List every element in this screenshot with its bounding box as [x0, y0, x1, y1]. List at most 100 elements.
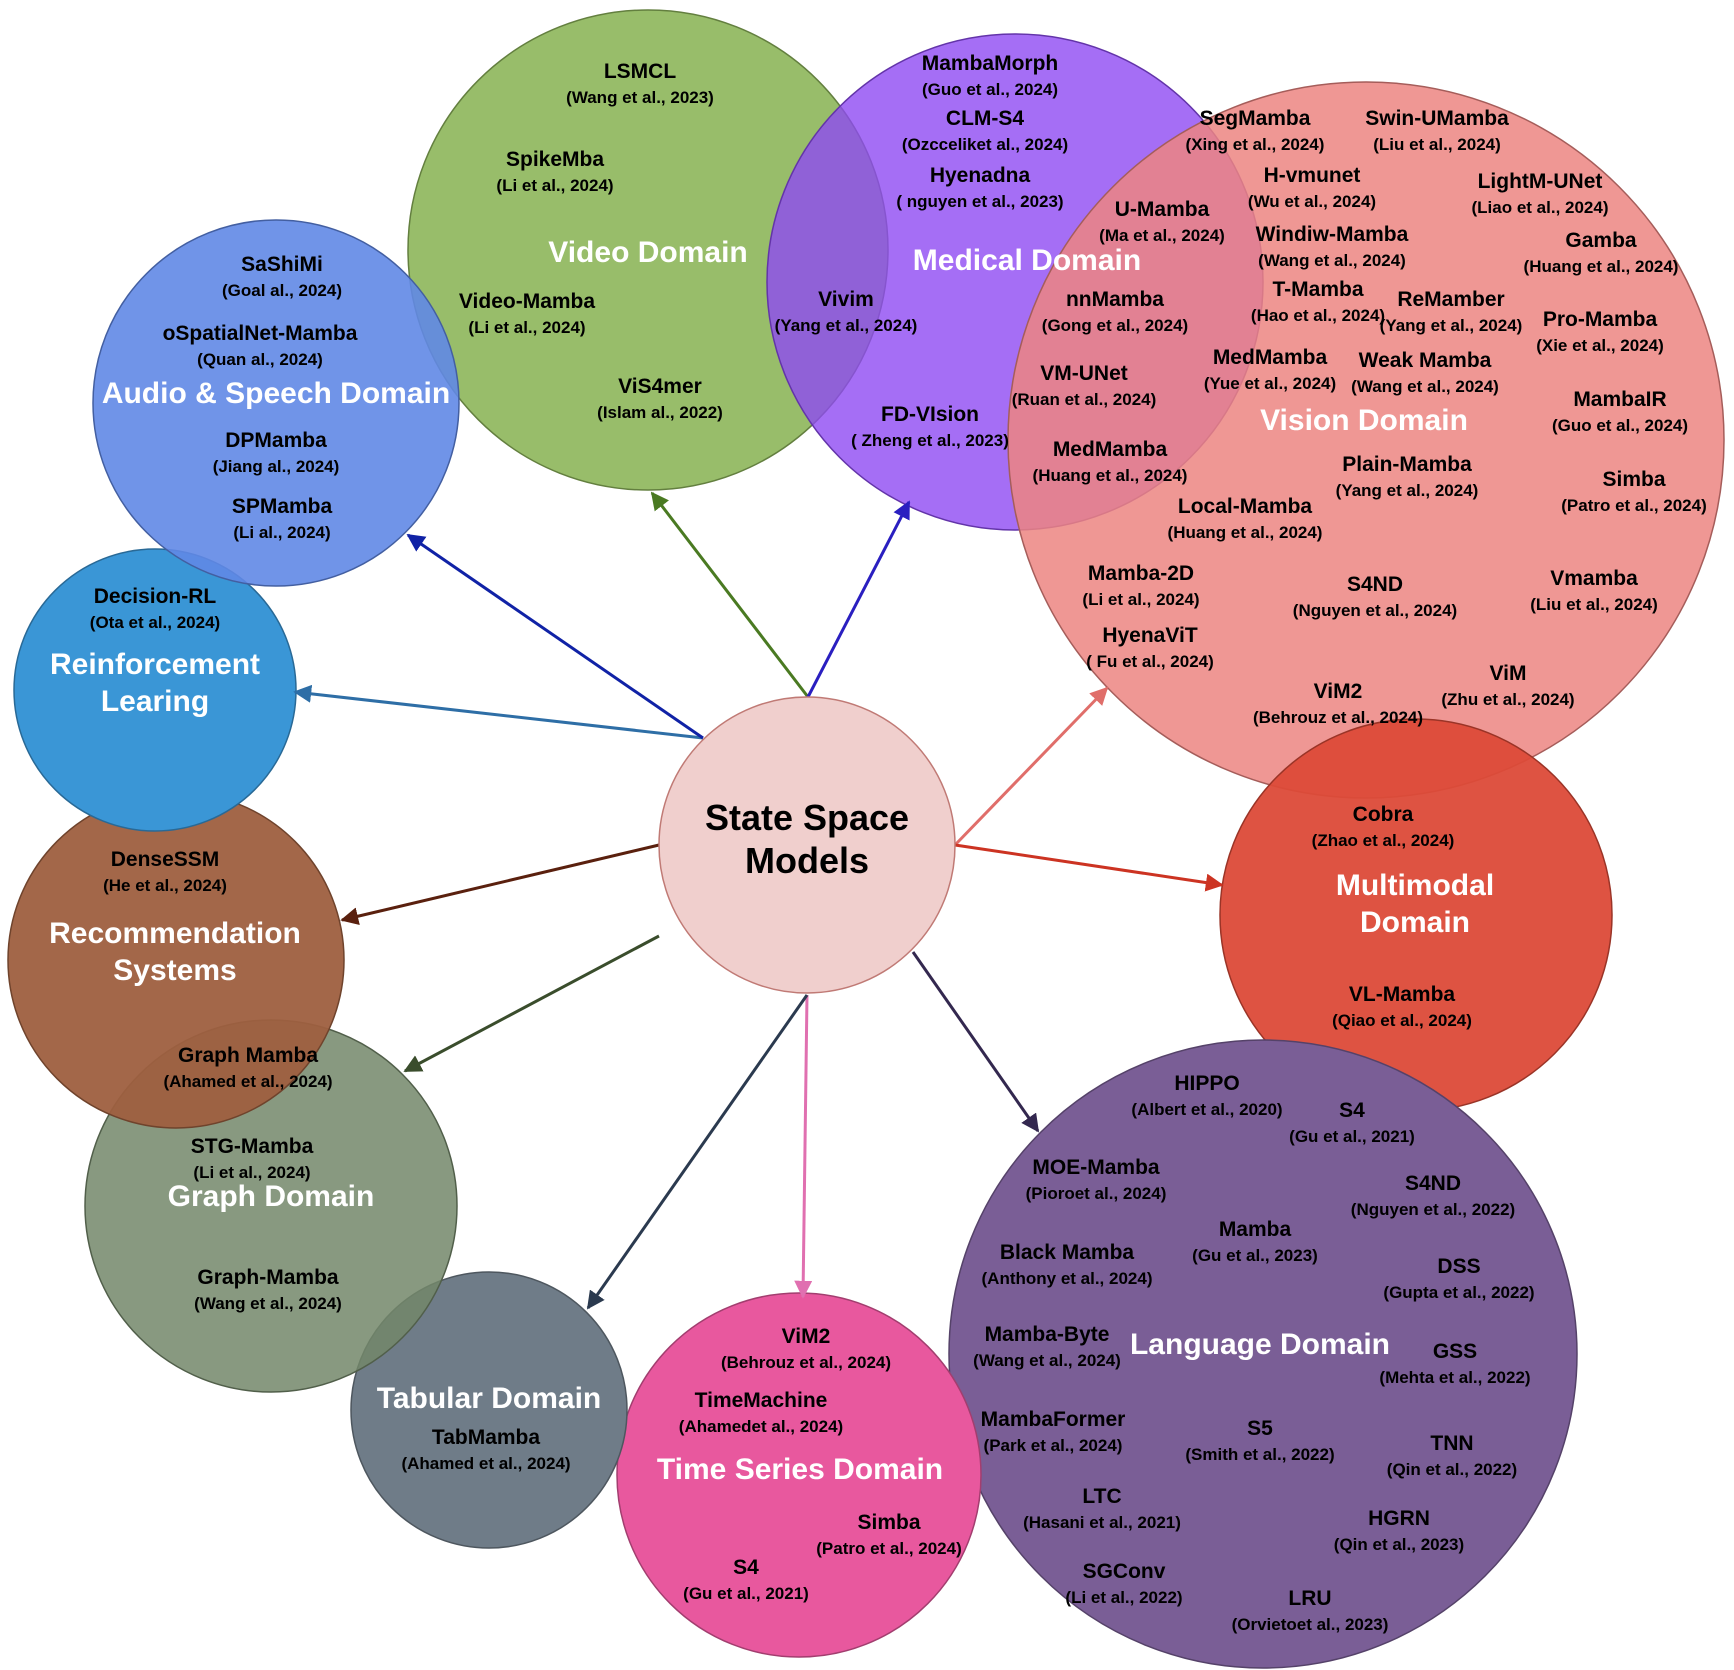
model-name: U-Mamba	[1115, 198, 1210, 221]
timeseries-domain-title: Time Series Domain	[657, 1453, 943, 1486]
model-citation: (Wu et al., 2024)	[1248, 192, 1376, 211]
model-citation: (Quan al., 2024)	[197, 350, 323, 369]
model-citation: (Ota et al., 2024)	[90, 613, 220, 632]
model-citation: (Yue et al., 2024)	[1204, 374, 1336, 393]
model-citation: (Wang et al., 2024)	[194, 1294, 342, 1313]
model-citation: (Guo et al., 2024)	[922, 80, 1058, 99]
video-arrow	[650, 491, 810, 698]
timeseries-arrow	[794, 994, 813, 1299]
model-name: MambaFormer	[981, 1408, 1126, 1431]
model-name: MOE-Mamba	[1032, 1156, 1160, 1179]
model-name: Cobra	[1353, 803, 1414, 826]
language-domain-title: Language Domain	[1130, 1328, 1390, 1361]
model-name: Vivim	[818, 288, 874, 311]
model-name: SegMamba	[1200, 107, 1311, 130]
model-name: Swin-UMamba	[1365, 107, 1509, 130]
model-citation: (Li al., 2024)	[233, 523, 330, 542]
model-citation: ( Fu et al., 2024)	[1086, 652, 1214, 671]
model-citation: (Albert et al., 2020)	[1131, 1100, 1282, 1119]
model-citation: (Li et al., 2024)	[1082, 590, 1199, 609]
domain-circles	[7, 9, 1725, 1669]
model-name: Weak Mamba	[1359, 349, 1492, 372]
model-citation: (Ahamed et al., 2024)	[163, 1072, 332, 1091]
model-citation: (Nguyen et al., 2022)	[1351, 1200, 1515, 1219]
model-name: CLM-S4	[946, 107, 1024, 130]
model-citation: (Ruan et al., 2024)	[1012, 390, 1157, 409]
model-citation: (Guo et al., 2024)	[1552, 416, 1688, 435]
vision-arrow	[953, 686, 1109, 847]
model-citation: (Wang et al., 2024)	[1351, 377, 1499, 396]
model-citation: (Pioroet al., 2024)	[1026, 1184, 1167, 1203]
model-name: MedMamba	[1053, 438, 1168, 461]
model-citation: (Ma et al., 2024)	[1099, 226, 1225, 245]
medical-domain-title: Medical Domain	[913, 244, 1141, 277]
model-citation: (Liu et al., 2024)	[1373, 135, 1501, 154]
model-name: GSS	[1433, 1340, 1477, 1363]
model-name: ViM	[1490, 662, 1527, 685]
model-name: Windiw-Mamba	[1256, 223, 1409, 246]
model-citation: (Gupta et al., 2022)	[1383, 1283, 1534, 1302]
model-name: S4ND	[1347, 573, 1403, 596]
medical-arrow	[806, 500, 911, 698]
graph-arrow	[403, 934, 660, 1073]
model-name: DSS	[1437, 1255, 1480, 1278]
model-citation: (Li et al., 2024)	[193, 1163, 310, 1182]
model-name: FD-VIsion	[881, 403, 979, 426]
model-name: Black Mamba	[1000, 1241, 1135, 1264]
reinforcement-domain-title: Learing	[101, 685, 209, 718]
model-citation: (Jiang al., 2024)	[213, 457, 340, 476]
tabular-domain-circle	[350, 1271, 628, 1549]
model-name: S4	[1339, 1099, 1365, 1122]
center-title-line: Models	[745, 840, 869, 881]
model-citation: (Behrouz et al., 2024)	[721, 1353, 891, 1372]
model-name: LSMCL	[604, 60, 676, 83]
model-citation: (Huang et al., 2024)	[1168, 523, 1323, 542]
model-name: ReMamber	[1397, 288, 1504, 311]
center-circle	[658, 696, 956, 994]
recommendation-domain-title: Recommendation	[49, 917, 301, 950]
model-name: S5	[1247, 1417, 1273, 1440]
model-citation: (Patro et al., 2024)	[816, 1539, 962, 1558]
model-name: MambaMorph	[922, 52, 1059, 75]
model-citation: (Yang et al., 2024)	[1336, 481, 1479, 500]
model-name: Simba	[1602, 468, 1665, 491]
model-citation: (Xie et al., 2024)	[1536, 336, 1664, 355]
model-citation: (Wang et al., 2024)	[973, 1351, 1121, 1370]
model-citation: (Ozcceliket al., 2024)	[902, 135, 1068, 154]
model-name: HIPPO	[1174, 1072, 1239, 1095]
model-name: HyenaViT	[1102, 624, 1197, 647]
model-name: Graph Mamba	[178, 1044, 318, 1067]
model-name: LTC	[1082, 1485, 1121, 1508]
model-name: SpikeMba	[506, 148, 604, 171]
model-name: Graph-Mamba	[197, 1266, 339, 1289]
multimodal-domain-title: Multimodal	[1336, 869, 1494, 902]
model-name: S4	[733, 1556, 759, 1579]
model-name: SaShiMi	[241, 253, 323, 276]
model-name: Mamba-2D	[1088, 562, 1194, 585]
recommendation-domain-title: Systems	[113, 954, 236, 987]
arrows	[293, 491, 1224, 1310]
audio-domain-title: Audio & Speech Domain	[102, 377, 450, 410]
model-name: Mamba	[1219, 1218, 1292, 1241]
model-name: T-Mamba	[1272, 278, 1363, 301]
multimodal-arrow	[954, 843, 1224, 892]
multimodal-domain-title: Domain	[1360, 906, 1470, 939]
reinforcement-domain-title: Reinforcement	[50, 648, 260, 681]
model-name: Gamba	[1565, 229, 1637, 252]
model-citation: (Qin et al., 2023)	[1334, 1535, 1464, 1554]
model-name: H-vmunet	[1264, 164, 1361, 187]
tabular-domain-title: Tabular Domain	[377, 1382, 601, 1415]
model-name: VL-Mamba	[1349, 983, 1456, 1006]
model-name: Hyenadna	[930, 164, 1031, 187]
model-citation: (Smith et al., 2022)	[1185, 1445, 1334, 1464]
model-name: HGRN	[1368, 1507, 1430, 1530]
model-citation: (Nguyen et al., 2024)	[1293, 601, 1457, 620]
video-domain-title: Video Domain	[548, 236, 747, 269]
model-citation: (Gong et al., 2024)	[1042, 316, 1188, 335]
model-name: MedMamba	[1213, 346, 1328, 369]
model-name: MambaIR	[1573, 388, 1666, 411]
model-name: Mamba-Byte	[985, 1323, 1110, 1346]
model-citation: (Ahamed et al., 2024)	[401, 1454, 570, 1473]
model-name: TimeMachine	[695, 1389, 828, 1412]
